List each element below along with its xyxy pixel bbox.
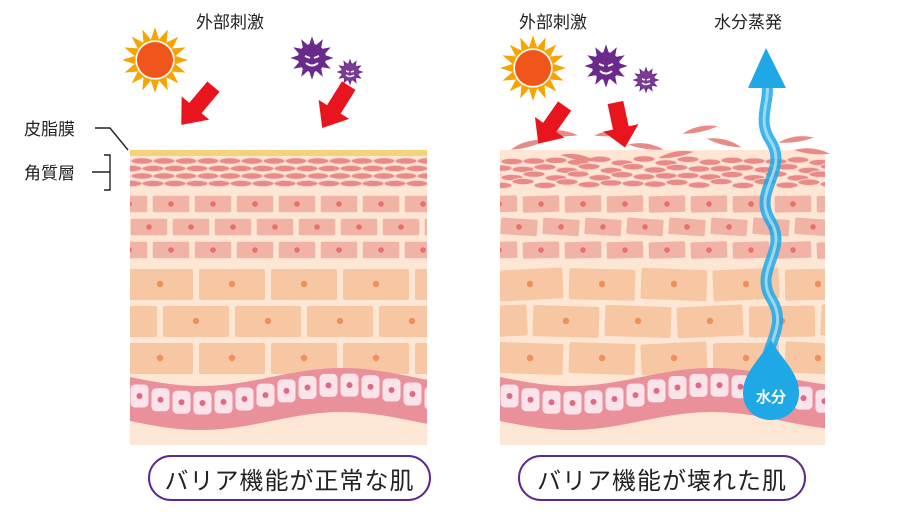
basal-layer-normal (130, 368, 427, 430)
normal-skin-caption: バリア機能が正常な肌 (148, 455, 431, 501)
sun-icon (500, 35, 566, 101)
germ-icon (290, 36, 334, 80)
external-stimulus-label-left: 外部刺激 (196, 13, 264, 33)
germ-icon (584, 44, 628, 88)
sebum-film-label: 皮脂膜 (24, 120, 75, 140)
stratum-corneum-layer-normal (130, 157, 427, 188)
lower-cell-layer-normal (130, 267, 427, 376)
upper-cell-layer-normal (130, 194, 427, 260)
normal-skin-panel (130, 150, 427, 445)
red-arrow-icon (318, 81, 356, 129)
red-arrow-icon (534, 101, 572, 144)
damaged-skin-caption: バリア機能が壊れた肌 (518, 455, 806, 501)
external-stimulus-label-right: 外部刺激 (519, 13, 587, 33)
peeling-flakes (510, 125, 830, 162)
water-evaporation-label: 水分蒸発 (714, 13, 782, 33)
water-drop-icon: 水分 (743, 340, 799, 420)
water-arrow-icon (748, 48, 786, 386)
stratum-corneum-label: 角質層 (24, 164, 75, 184)
corneum-bracket (92, 154, 111, 191)
damaged-skin-panel (500, 150, 825, 445)
lower-cell-layer-damaged (500, 265, 825, 378)
stratum-corneum-layer-damaged (500, 155, 825, 190)
germ-icon (336, 58, 364, 86)
basal-layer-damaged (500, 368, 825, 430)
sun-icon (122, 27, 188, 93)
sebum-leader-line (95, 127, 129, 151)
moisture-label: 水分 (756, 388, 786, 406)
red-arrow-icon (603, 100, 639, 148)
red-arrow-icon (181, 81, 220, 125)
sebum-film (130, 150, 427, 156)
germ-icon (632, 66, 660, 94)
upper-cell-layer-damaged (500, 193, 825, 261)
